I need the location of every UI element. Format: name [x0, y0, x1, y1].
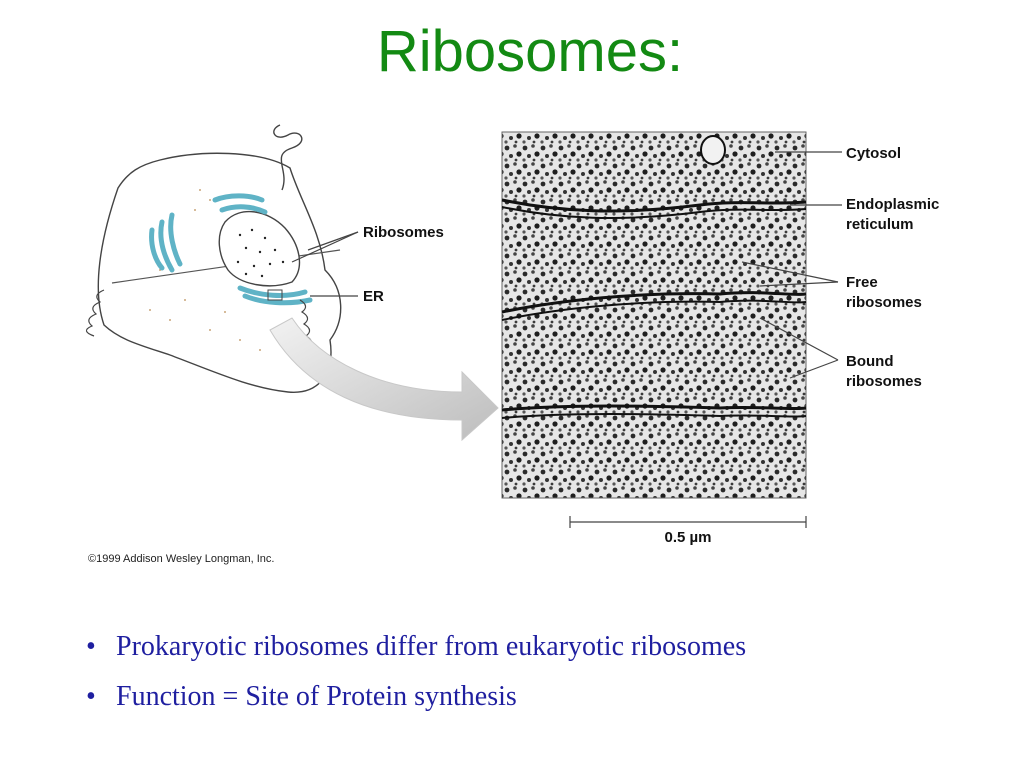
scale-bar-label: 0.5 µm — [665, 529, 712, 546]
ribosome-figure: Ribosomes ER Cytosol Endoplasmic reticul… — [85, 124, 939, 546]
label-er-line1: Endoplasmic — [846, 196, 939, 213]
bullet-text: Prokaryotic ribosomes differ from eukary… — [116, 631, 747, 662]
zoom-arrow — [269, 317, 499, 442]
label-bound-line1: Bound — [846, 353, 893, 370]
right-leaders — [741, 151, 842, 379]
scale-bar — [569, 516, 807, 528]
bullet-icon: • — [86, 631, 96, 662]
left-leaders — [291, 231, 359, 297]
label-bound-line2: ribosomes — [846, 373, 922, 390]
bullet-icon: • — [86, 681, 96, 712]
label-cytosol: Cytosol — [846, 145, 901, 162]
bullet-list: • Prokaryotic ribosomes differ from eukar… — [86, 630, 746, 730]
label-free-line2: ribosomes — [846, 294, 922, 311]
micrograph — [501, 131, 807, 499]
slide-title: Ribosomes: — [376, 19, 684, 84]
label-er-line2: reticulum — [846, 216, 914, 233]
label-ribosomes: Ribosomes — [363, 224, 444, 241]
label-free-line1: Free — [846, 274, 878, 291]
bullet-item: • Prokaryotic ribosomes differ from eukar… — [86, 630, 746, 664]
bullet-text: Function = Site of Protein synthesis — [116, 681, 517, 712]
bullet-item: • Function = Site of Protein synthesis — [86, 680, 746, 714]
copyright-notice: ©1999 Addison Wesley Longman, Inc. — [88, 553, 275, 565]
label-er: ER — [363, 288, 384, 305]
